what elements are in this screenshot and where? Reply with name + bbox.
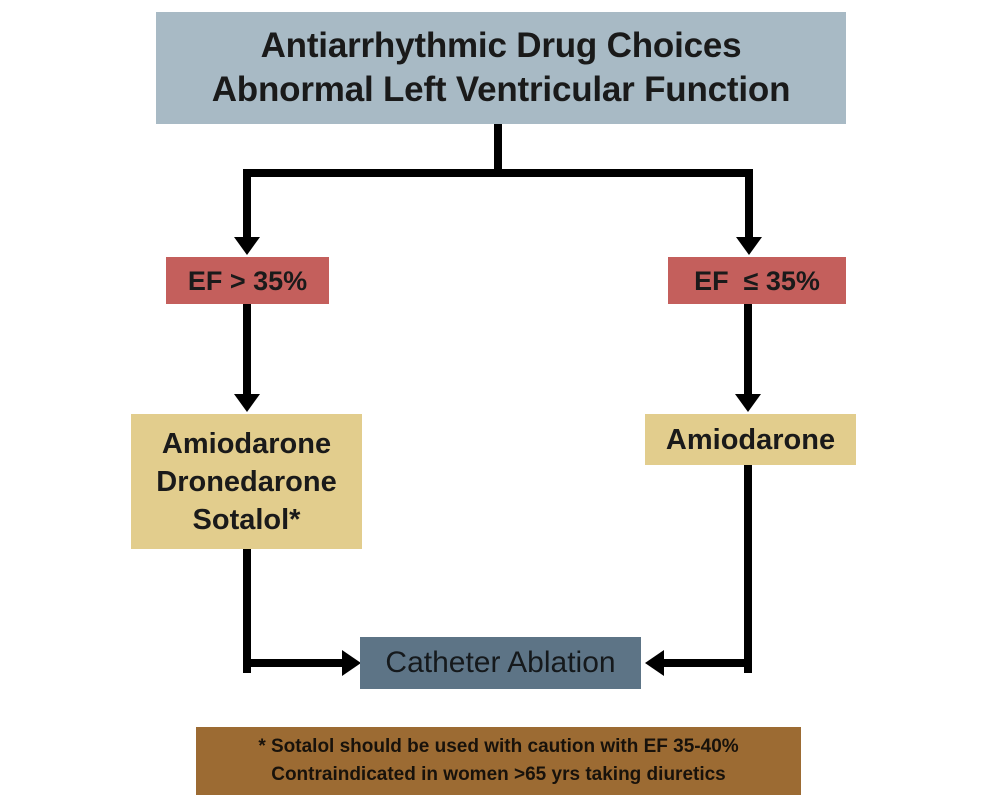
therapy-left-line-3: Sotalol* bbox=[192, 503, 301, 536]
title-line-1: Antiarrhythmic Drug Choices bbox=[260, 26, 742, 65]
outcome-label: Catheter Ablation bbox=[385, 646, 616, 679]
arrowhead-to-ef-low bbox=[736, 237, 762, 255]
connector-title-stem bbox=[494, 123, 502, 173]
decision-box-ef-low: EF ≤ 35% bbox=[668, 257, 846, 304]
arrowhead-to-therapy-left bbox=[234, 394, 260, 412]
therapy-right-line-1: Amiodarone bbox=[665, 423, 836, 456]
therapy-left-line-2: Dronedarone bbox=[156, 465, 337, 498]
footnote-line-2: Contraindicated in women >65 yrs taking … bbox=[271, 764, 726, 785]
arrowhead-to-ablation-right bbox=[645, 650, 664, 676]
arrowhead-to-therapy-right bbox=[735, 394, 761, 412]
connector-ef-high-to-therapy bbox=[243, 303, 251, 396]
footnote-line-1: * Sotalol should be used with caution wi… bbox=[258, 736, 739, 757]
title-box: Antiarrhythmic Drug Choices Abnormal Lef… bbox=[156, 12, 846, 124]
connector-split-left-drop bbox=[243, 169, 251, 239]
connector-split-right-drop bbox=[745, 169, 753, 239]
decision-box-ef-high: EF > 35% bbox=[166, 257, 329, 304]
connector-ef-low-to-therapy bbox=[744, 303, 752, 396]
decision-label-ef-high: EF > 35% bbox=[187, 265, 308, 296]
arrowhead-to-ablation-left bbox=[342, 650, 361, 676]
decision-label-ef-low: EF ≤ 35% bbox=[694, 265, 820, 296]
therapy-box-left: Amiodarone Dronedarone Sotalol* bbox=[131, 414, 362, 549]
connector-left-therapy-vertical bbox=[243, 548, 251, 673]
connector-right-therapy-vertical bbox=[744, 464, 752, 673]
therapy-box-right: Amiodarone bbox=[645, 414, 856, 465]
footnote-box: * Sotalol should be used with caution wi… bbox=[196, 727, 801, 795]
title-line-2: Abnormal Left Ventricular Function bbox=[211, 70, 791, 109]
connector-left-therapy-horizontal bbox=[243, 659, 353, 667]
arrowhead-to-ef-high bbox=[234, 237, 260, 255]
outcome-box-catheter-ablation: Catheter Ablation bbox=[360, 637, 641, 689]
connector-split-bar bbox=[243, 169, 753, 177]
therapy-left-line-1: Amiodarone bbox=[161, 427, 332, 460]
connector-right-therapy-horizontal bbox=[652, 659, 752, 667]
